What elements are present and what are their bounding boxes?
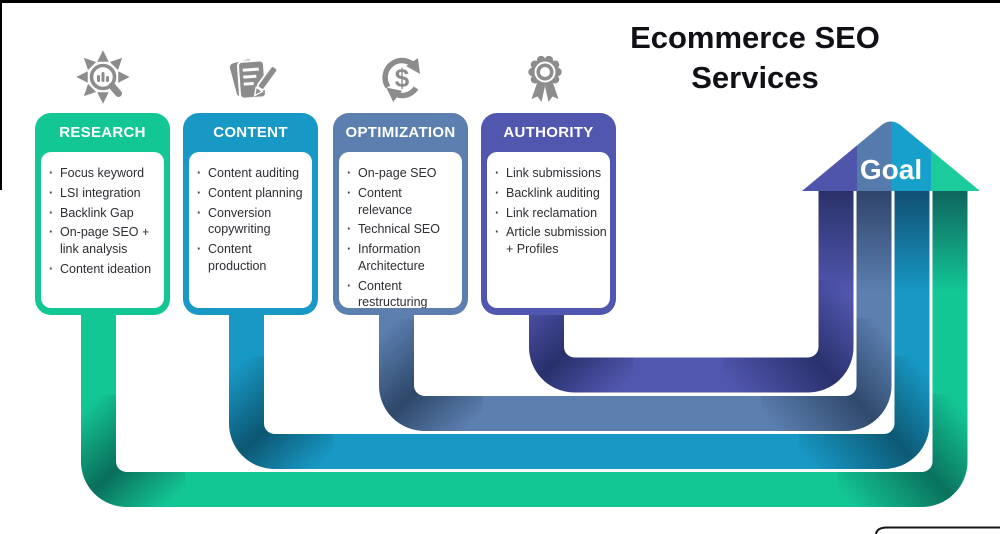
list-item: Content production <box>195 241 309 275</box>
card-research: RESEARCH Focus keywordLSI integrationBac… <box>35 113 170 315</box>
shaft-shadow <box>894 191 930 291</box>
pipe-shading <box>761 318 892 431</box>
magnifier-analytics-icon <box>76 50 130 104</box>
pipe-shading <box>229 356 333 469</box>
document-pencil-icon <box>229 59 279 100</box>
list-item: On-page SEO + link analysis <box>47 224 161 258</box>
research-icon-box <box>71 46 135 110</box>
page-title-line1: Ecommerce SEO <box>630 20 880 55</box>
optimization-icon-box: $ <box>370 46 434 110</box>
card-content: CONTENT Content auditingContent planning… <box>183 113 318 315</box>
list-item: On-page SEO <box>345 165 459 182</box>
shaft-shadow <box>932 191 968 291</box>
list-item: Content planning <box>195 185 309 202</box>
pipe-shading <box>81 394 185 507</box>
list-item: Link reclamation <box>493 205 607 222</box>
page-title: Ecommerce SEO Services <box>575 18 935 97</box>
page-title-line2: Services <box>691 59 819 95</box>
bottom-right-corner-line <box>875 526 1000 534</box>
list-item: Backlink auditing <box>493 185 607 202</box>
list-item: Content ideation <box>47 261 161 278</box>
card-authority: AUTHORITY Link submissionsBacklink audit… <box>481 113 616 315</box>
card-optimization-header: OPTIMIZATION <box>345 124 456 141</box>
card-research-items: Focus keywordLSI integrationBacklink Gap… <box>47 165 161 278</box>
pipe-shading <box>799 356 930 469</box>
card-research-header: RESEARCH <box>59 124 146 141</box>
list-item: Content restructuring <box>345 278 459 309</box>
card-authority-body: Link submissionsBacklink auditingLink re… <box>487 152 610 308</box>
list-item: Link submissions <box>493 165 607 182</box>
list-item: Conversion copywriting <box>195 205 309 239</box>
card-optimization: OPTIMIZATION On-page SEO Content relevanc… <box>333 113 468 315</box>
dollar-cycle-icon: $ <box>382 57 421 103</box>
list-item: LSI integration <box>47 185 161 202</box>
list-item: Content relevance <box>345 185 459 219</box>
shaft-shadow <box>818 191 854 291</box>
authority-icon-box <box>513 46 577 110</box>
top-border-line <box>0 0 1000 3</box>
award-ribbon-icon <box>528 55 562 102</box>
shaft-shadow <box>856 191 892 291</box>
card-authority-items: Link submissionsBacklink auditingLink re… <box>493 165 607 258</box>
card-content-header: CONTENT <box>213 124 288 141</box>
list-item: Article submission + Profiles <box>493 224 607 258</box>
left-border-line <box>0 0 2 190</box>
card-authority-header: AUTHORITY <box>503 124 594 141</box>
goal-label: Goal <box>860 154 922 185</box>
list-item: Information Architecture <box>345 241 459 275</box>
pipe-shading <box>723 280 854 393</box>
svg-text:$: $ <box>395 63 410 93</box>
pipe-shading <box>379 318 483 431</box>
card-optimization-body: On-page SEO Content relevanceTechnical SE… <box>339 152 462 308</box>
card-content-items: Content auditingContent planningConversi… <box>195 165 309 275</box>
list-item: Technical SEO <box>345 221 459 238</box>
card-research-body: Focus keywordLSI integrationBacklink Gap… <box>41 152 164 308</box>
pipe-shading <box>837 394 968 507</box>
card-content-body: Content auditingContent planningConversi… <box>189 152 312 308</box>
content-icon-box <box>220 46 284 110</box>
list-item: Content auditing <box>195 165 309 182</box>
pipe-shading <box>529 280 633 393</box>
card-optimization-items: On-page SEO Content relevanceTechnical SE… <box>345 165 459 308</box>
list-item: Focus keyword <box>47 165 161 182</box>
list-item: Backlink Gap <box>47 205 161 222</box>
